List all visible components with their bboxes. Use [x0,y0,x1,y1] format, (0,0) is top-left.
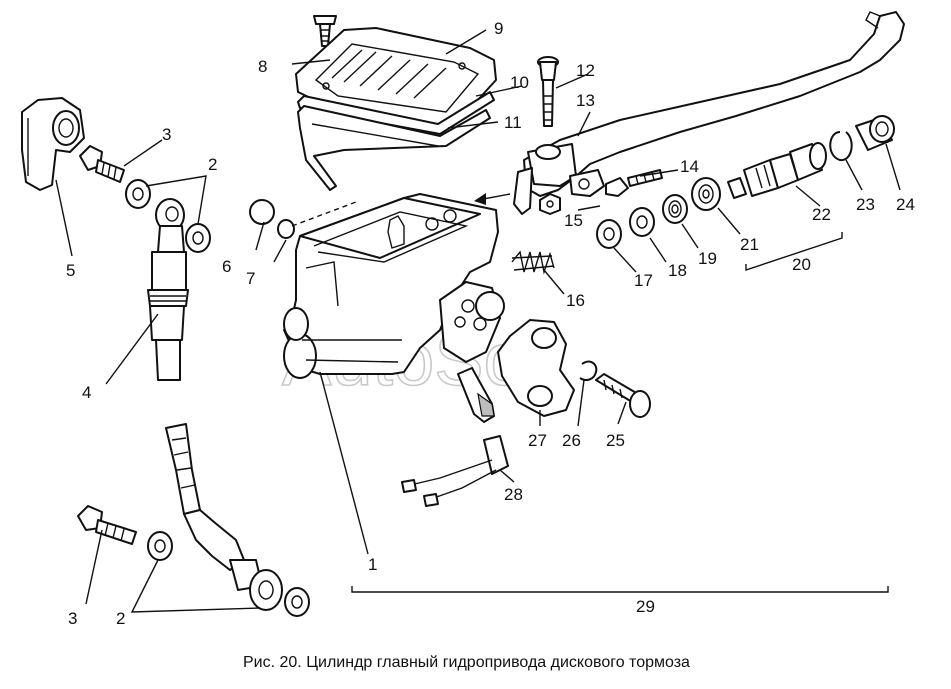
part-28-brake-light-switch [401,367,509,507]
label-20: 20 [792,255,811,274]
part-26-clip [579,360,598,381]
part-2-washer-top-2 [185,223,211,253]
part-25-screw [595,373,651,418]
label-7: 7 [246,269,255,288]
label-13: 13 [576,91,595,110]
label-3-top: 3 [162,125,171,144]
part-15-nut [539,193,561,215]
label-23: 23 [856,195,875,214]
label-21: 21 [740,235,759,254]
label-26: 26 [562,431,581,450]
label-11: 11 [504,113,522,132]
part-21-cup [691,177,721,211]
label-18: 18 [668,261,687,280]
part-17-seal [596,219,622,249]
part-11-diaphragm [297,105,491,191]
label-12: 12 [576,61,595,80]
part-19-seal [662,194,688,224]
leader-lines [55,29,901,613]
part-22-piston [727,142,827,199]
label-8: 8 [258,57,267,76]
label-28: 28 [504,485,523,504]
part-16-spring [511,250,555,275]
part-18-seal [629,207,655,237]
label-15: 15 [564,211,583,230]
part-27-clamp [497,319,575,417]
part-12-pivot-bolt [537,56,559,127]
label-9: 9 [494,19,503,38]
label-25: 25 [606,431,625,450]
part-1-master-cylinder-body [283,193,505,379]
part-3-bolt-bottom [77,505,137,545]
label-24: 24 [896,195,915,214]
part-24-boot [855,115,895,151]
part-6-plug [249,199,275,225]
label-29: 29 [636,597,655,616]
dashed-guide [291,201,357,227]
part-2-washer-top-1 [125,179,151,209]
label-22: 22 [812,205,831,224]
figure-caption: Рис. 20. Цилиндр главный гидропривода ди… [243,654,690,671]
part-5-banjo-elbow [21,97,85,191]
label-17: 17 [634,271,653,290]
direction-arrow [474,193,511,205]
label-14: 14 [680,157,699,176]
part-2-washer-bottom-1 [147,531,173,561]
part-14-adjusting-screw [605,169,663,197]
label-10: 10 [510,73,529,92]
label-4: 4 [82,383,91,402]
label-2-bottom: 2 [116,609,125,628]
label-3-bottom: 3 [68,609,77,628]
label-5: 5 [66,261,75,280]
label-2-top: 2 [208,155,217,174]
part-23-circlip [829,131,853,162]
label-1: 1 [368,555,377,574]
part-2-washer-bottom-2 [284,587,310,617]
part-13-brake-lever [513,11,905,215]
label-19: 19 [698,249,717,268]
label-6: 6 [222,257,231,276]
label-27: 27 [528,431,547,450]
part-3-bolt-top [79,145,125,183]
label-16: 16 [566,291,585,310]
part-7-o-ring [277,219,295,239]
